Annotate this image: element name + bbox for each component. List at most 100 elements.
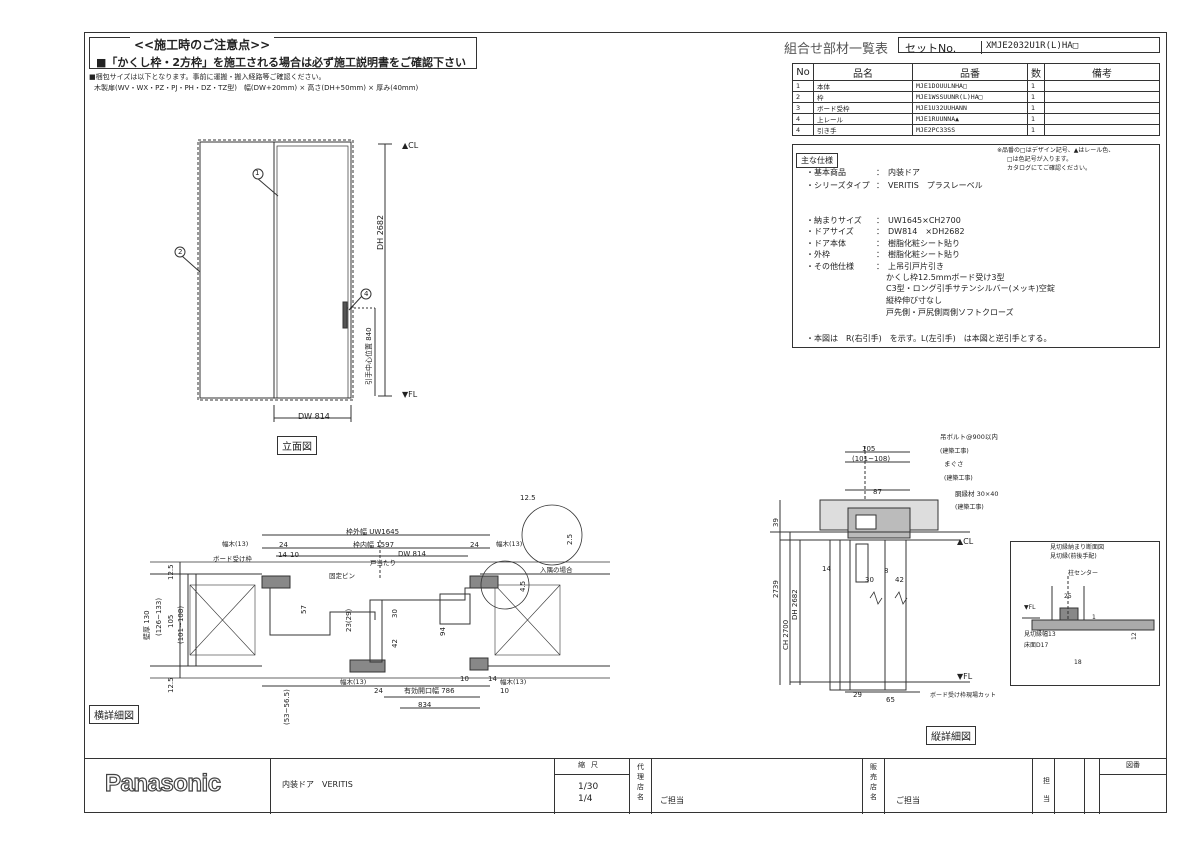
parts-cell-no: 2 (792, 91, 814, 103)
v-bolt: 吊ボルト@900以内 (940, 433, 998, 441)
vertical-caption: 縦詳細図 (926, 726, 976, 745)
inset-box (1010, 541, 1160, 686)
v-14: 14 (822, 565, 831, 573)
notes-heading: <<施工時のご注意点>> (130, 36, 275, 53)
h-habaki-top: 幅木(13) (222, 540, 249, 548)
parts-list-title: 組合せ部材一覧表 (784, 42, 889, 57)
h-dim-24c: 24 (374, 687, 383, 695)
h-inout: 入隅の場合 (540, 566, 573, 574)
spec-key: ・ドアサイズ (806, 227, 854, 236)
inset-12: 12 (1131, 632, 1138, 640)
h-dim-10b: 10 (460, 675, 469, 683)
set-number: XMJE2032U1R(L)HA□ (981, 41, 1078, 54)
notes-line-1: ■梱包サイズは以下となります。事前に運搬・搬入経路等ご確認ください。 (89, 73, 326, 81)
parts-cell-no: 1 (792, 80, 814, 92)
h-habaki-bottom: 幅木(13) (340, 678, 367, 686)
h-12-5-left-bottom: 12.5 (167, 677, 175, 693)
spec-value: ： UW1645×CH2700 (876, 216, 961, 225)
parts-cell-name: 本体 (813, 80, 913, 92)
parts-cell-qty: 1 (1027, 91, 1045, 103)
title-block (84, 758, 1167, 814)
h-12-5: 12.5 (520, 494, 536, 502)
spec-value: ： 樹脂化粧シート貼り (876, 239, 960, 248)
remark-1: ※品番の□はデザイン記号、▲はレール色、 (997, 147, 1115, 154)
inset-1: 1 (1092, 614, 1096, 621)
v-fl: ▼FL (957, 672, 973, 681)
spec-value: ： DW814 ×DH2682 (876, 227, 965, 236)
elevation-fl: ▼FL (402, 390, 418, 399)
v-105: 105 (862, 445, 876, 453)
h-dim-57: 57 (300, 605, 308, 614)
elevation-cl: ▲CL (402, 141, 419, 150)
inset-18: 18 (1074, 659, 1082, 666)
scale-2: 1/4 (578, 794, 593, 804)
parts-cell-code: MJE2PC33SS (912, 124, 1028, 136)
parts-cell-qty: 1 (1027, 80, 1045, 92)
h-12-5-left-top: 12.5 (167, 564, 175, 580)
parts-cell-remarks (1044, 124, 1160, 136)
elevation-tag-4: 4 (364, 290, 369, 298)
v-2739: 2739 (772, 580, 780, 598)
h-dim-24a: 24 (279, 541, 288, 549)
spec-extra-3: 縦枠伸び寸なし (886, 296, 942, 305)
h-126: (126~133) (155, 597, 163, 636)
parts-cell-name: 引き手 (813, 124, 913, 136)
v-42: 42 (895, 576, 904, 584)
v-cut: ボード受け枠現場カット (930, 692, 997, 699)
spec-key: ・ドア本体 (806, 239, 846, 248)
v-bolt-note: (建築工事) (940, 448, 969, 455)
h-habaki-right: 幅木(13) (496, 540, 523, 548)
parts-cell-no: 4 (792, 113, 814, 125)
elevation-handle: 引手中心位置 840 (365, 327, 373, 385)
inset-fl: ▼FL (1024, 604, 1036, 611)
inset-17: 床面D17 (1024, 642, 1049, 649)
h-53: (53~56.5) (283, 689, 291, 725)
notes-box: <<施工時のご注意点>> ■「かくし枠・2方枠」を施工される場合は必ず施工説明書… (89, 36, 477, 69)
elevation-dw: DW 814 (298, 412, 330, 421)
h-dim-10c: 10 (500, 687, 509, 695)
spec-key: ・シリーズタイプ (806, 181, 870, 190)
elevation-dh: DH 2682 (376, 214, 385, 250)
parts-cell-code: MJE1U32UUHANN (912, 102, 1028, 114)
spec-note: ・本図は R(右引手) を示す。L(左引手) は本図と逆引手とする。 (806, 334, 1052, 343)
v-mawa: まぐさ (944, 460, 964, 468)
drawing-sheet (84, 32, 1167, 813)
h-dim-94: 94 (439, 627, 447, 636)
remark-2: □は色記号が入ります。 (1007, 156, 1073, 163)
h-dim-30: 30 (391, 609, 399, 618)
elevation-caption: 立面図 (277, 436, 317, 455)
parts-cell-qty: 1 (1027, 124, 1045, 136)
parts-cell-name: ボード受枠 (813, 102, 913, 114)
parts-cell-no: 4 (792, 124, 814, 136)
dealer-label: 販売店名 (870, 763, 877, 801)
inset-13: 見切縁幅13 (1024, 631, 1056, 638)
spec-value: ： 上吊引戸片引き (876, 262, 944, 271)
v-cl: ▲CL (957, 537, 974, 546)
h-101: (101~108) (177, 605, 185, 644)
spec-extra-4: 戸先側・戸尻側両側ソフトクローズ (886, 308, 1014, 317)
v-mawa-note: (建築工事) (944, 475, 973, 482)
v-ch: CH 2700 (782, 619, 790, 650)
v-65: 65 (886, 696, 895, 704)
col-name: 品名 (813, 63, 913, 81)
parts-cell-qty: 1 (1027, 102, 1045, 114)
inset-center: 柱センター (1068, 570, 1099, 577)
col-qty: 数 (1027, 63, 1045, 81)
scale-label: 縮尺 (578, 761, 604, 769)
h-dim-23: 23(29) (345, 608, 353, 632)
horizontal-section-drawing (150, 504, 610, 709)
spec-label: 主な仕様 (796, 153, 838, 168)
h-dim-14a: 14 (278, 551, 287, 559)
product-name: 内装ドア VERITIS (282, 780, 353, 789)
v-frame: 胴縁材 30×40 (955, 490, 999, 498)
spec-extra-2: C3型・ロング引手サテンシルバー(メッキ)空錠 (886, 284, 1055, 293)
elevation-drawing (174, 139, 392, 422)
v-8: 8 (884, 567, 889, 575)
spec-key: ・外枠 (806, 250, 830, 259)
v-87: 87 (873, 488, 882, 496)
